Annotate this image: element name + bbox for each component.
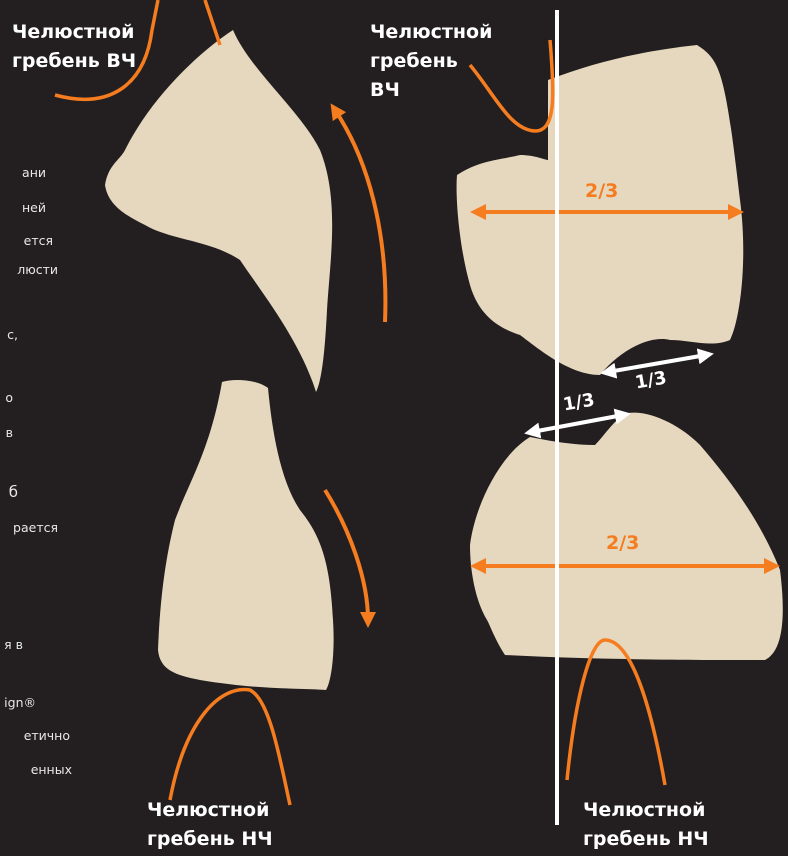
side-text-line: ign®	[4, 695, 36, 710]
fraction-upper-width: 2/3	[585, 180, 618, 202]
side-text-line: б	[9, 483, 18, 501]
label-upper-ridge-left: Челюстной гребень ВЧ	[12, 18, 136, 76]
side-text-line: я в	[4, 637, 23, 652]
label-lower-ridge-left: Челюстной гребень НЧ	[147, 796, 273, 854]
side-text-line: етично	[24, 728, 70, 743]
side-text-line: рается	[13, 520, 58, 535]
side-text-line: ется	[24, 233, 53, 248]
side-text-line: люсти	[17, 262, 58, 277]
lower-right-ridge-arc	[567, 640, 665, 785]
upper-canine-side-view	[105, 30, 332, 392]
label-lower-ridge-right: Челюстной гребень НЧ	[583, 796, 709, 854]
side-text-line: в	[6, 425, 13, 440]
side-text-line: о	[5, 390, 13, 405]
upper-left-tip-line	[205, 0, 220, 45]
upper-rotation-arrow	[335, 110, 385, 322]
side-text-line: с,	[7, 327, 18, 342]
side-text-line: ней	[22, 200, 46, 215]
label-upper-ridge-right: Челюстной гребень ВЧ	[370, 18, 492, 105]
lower-canine-side-view	[158, 380, 334, 690]
fraction-lower-width: 2/3	[606, 532, 639, 554]
side-text-line: енных	[31, 762, 72, 777]
side-text-line: ани	[22, 165, 46, 180]
lower-left-ridge-arc	[170, 690, 290, 805]
